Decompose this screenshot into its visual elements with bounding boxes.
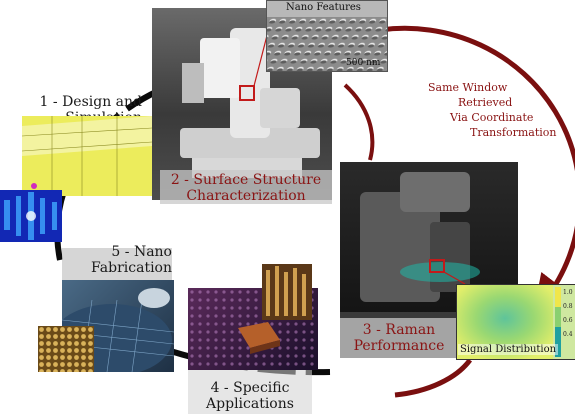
nanowire-array: [266, 266, 306, 316]
step2-title-line2: Characterization: [186, 188, 306, 204]
nanowire-closeup: [262, 264, 312, 320]
step5-title-line1: 5 - Nano: [111, 244, 172, 260]
signal-colorbar-ticks: 1.0 0.8 0.6 0.4: [563, 286, 575, 342]
signal-distribution-title: Signal Distribution: [458, 344, 559, 355]
step1-title-line1: 1 - Design and: [39, 94, 142, 110]
step5-title-line2: Fabrication: [91, 260, 172, 276]
step2-title: 2 - Surface Structure Characterization: [160, 172, 332, 204]
step2-label-bg: [160, 170, 332, 204]
step2-title-line1: 2 - Surface Structure: [170, 172, 322, 188]
transfer-arc-lower: [343, 83, 375, 161]
colorbar-tick: 0.8: [563, 303, 573, 310]
transfer-note-line1: Same Window: [428, 81, 508, 94]
step5-title: 5 - Nano Fabrication: [62, 244, 172, 276]
step4-title: 4 - Specific Applications: [188, 380, 312, 412]
colorbar-tick: 0.4: [563, 331, 573, 338]
transfer-note-line2: Retrieved: [458, 96, 513, 109]
step3-title-line1: 3 - Raman: [362, 322, 436, 338]
step3-title: 3 - Raman Performance: [340, 322, 458, 354]
transfer-note: Same Window Retrieved Via Coordinate Tra…: [418, 80, 568, 140]
design-simulation-panel: [22, 116, 152, 196]
simulation-model: [22, 116, 152, 196]
field-distribution-map: [0, 190, 62, 242]
microscope-illustration: [180, 15, 320, 178]
step4-label-bg: [188, 370, 312, 414]
colorbar-tick: 1.0: [563, 289, 573, 296]
nano-features-inset: [266, 0, 388, 72]
field-pattern: [0, 190, 62, 242]
step3-label-bg: [340, 318, 458, 358]
transfer-arc: [379, 25, 575, 316]
step3-title-line2: Performance: [353, 338, 445, 354]
nanostructure-closeup: [38, 326, 94, 372]
step4-title-line2: Applications: [206, 396, 294, 412]
surface-characterization-panel: [152, 8, 332, 200]
colorbar-tick: 0.6: [563, 317, 573, 324]
step5-label-bg: [62, 248, 172, 282]
transfer-note-line3: Via Coordinate: [450, 111, 534, 124]
nano-scale-label: 500 nm: [346, 58, 381, 68]
nano-pillar-array: [267, 1, 387, 71]
transfer-note-line4: Transformation: [470, 126, 557, 139]
nano-features-title: Nano Features: [286, 2, 361, 13]
step4-title-line1: 4 - Specific: [210, 380, 290, 396]
gold-lattice: [38, 326, 94, 372]
transfer-arc-bottom: [394, 358, 473, 398]
